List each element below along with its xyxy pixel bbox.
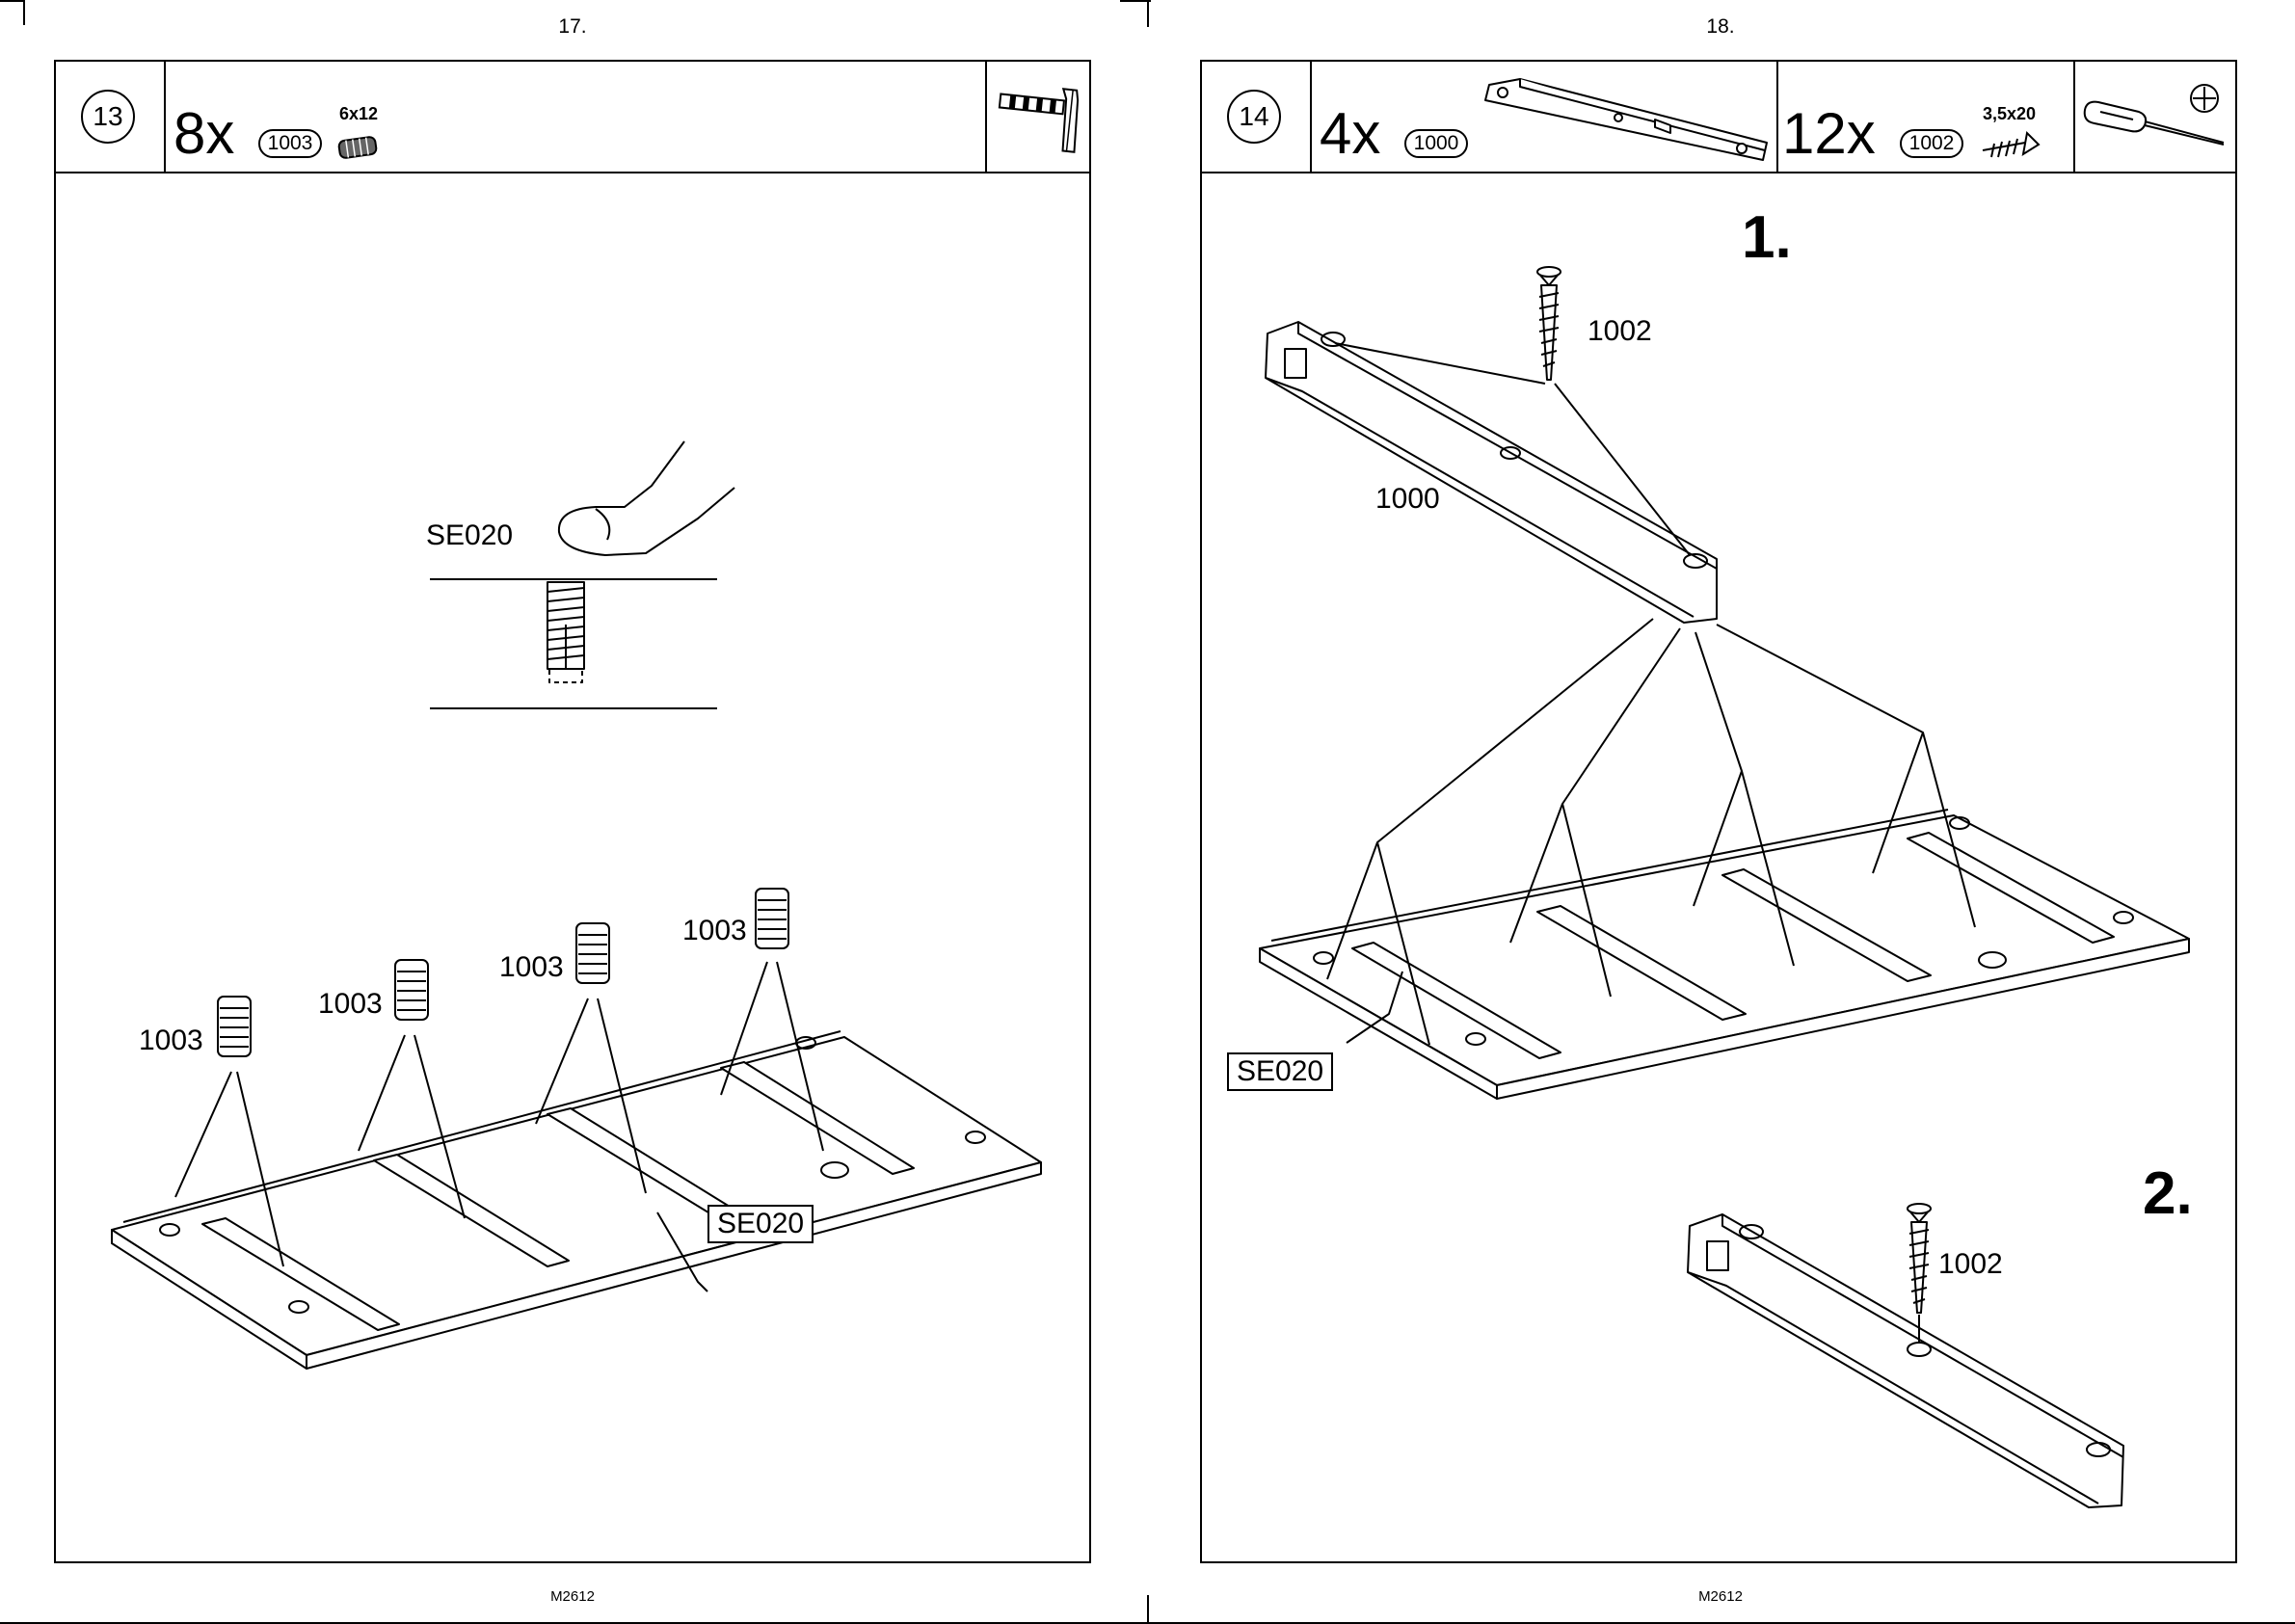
step-number-cell: 13 [56,62,164,172]
step-number: 14 [1227,90,1281,144]
part-quantity: 8x [173,105,234,163]
dowel-label: 1003 [318,989,383,1020]
drawer-rail-detail [1688,1214,2123,1507]
screw-icon [1979,129,2042,162]
shelf-panel [1260,810,2189,1099]
crop-mark [0,0,23,2]
hammer-icon [997,81,1085,154]
dowel-label: 1003 [139,1025,203,1056]
step-14-panel: 14 4x 1000 12x 1002 3,5x20 [1200,60,2237,1563]
part-a-quantity: 4x [1320,105,1380,163]
substep-2-label: 2. [2143,1164,2193,1224]
shelf-panel [112,1031,1041,1369]
step-13-illustration [56,172,1089,1561]
step-13-panel: 13 8x 1003 6x12 [54,60,1091,1563]
panel-part-label: SE020 [707,1205,814,1243]
screw-label: 1002 [1938,1249,2003,1280]
step-header: 13 8x 1003 6x12 [56,62,1089,173]
step-header: 14 4x 1000 12x 1002 3,5x20 [1202,62,2235,173]
step-number-cell: 14 [1202,62,1310,172]
footer-code-right: M2612 [1698,1588,1743,1605]
tool-cell [2073,62,2235,172]
panel-part-label: SE020 [1227,1052,1333,1091]
part-id-badge: 1003 [258,129,322,158]
dowel-label: 1003 [499,952,564,983]
substep-1-label: 1. [1742,208,1792,268]
part-b-quantity: 12x [1782,105,1876,163]
part-b-id-badge: 1002 [1900,129,1963,158]
drawer-rail-icon [1481,75,1771,164]
dowel-detail-icon [547,582,584,682]
rail-label: 1000 [1375,484,1440,515]
crop-mark [1147,0,1149,27]
screw-1002-b [1908,1204,1931,1313]
part-a-cell: 4x 1000 [1310,62,1776,172]
part-a-id-badge: 1000 [1404,129,1468,158]
part-spec: 6x12 [339,104,378,124]
part-b-spec: 3,5x20 [1983,104,2036,124]
drawer-rail-1000 [1266,322,1717,623]
detail-part-label: SE020 [426,520,513,551]
page-number-left: 17. [558,15,586,39]
step-14-illustration [1202,172,2235,1561]
crop-mark [1147,1595,1149,1624]
step-number: 13 [81,90,135,144]
phillips-screwdriver-icon [2081,83,2231,156]
dowel-label: 1003 [682,916,747,946]
tool-cell [985,62,1089,172]
parts-cell: 8x 1003 6x12 [164,62,985,172]
finger-icon [559,441,734,555]
dowel-icon [335,133,380,162]
footer-code-left: M2612 [550,1588,595,1605]
part-b-cell: 12x 1002 3,5x20 [1776,62,2073,172]
crop-mark [23,0,25,25]
screw-1002-a [1537,267,1561,380]
screw-label: 1002 [1588,316,1652,347]
page-number-right: 18. [1706,15,1734,39]
